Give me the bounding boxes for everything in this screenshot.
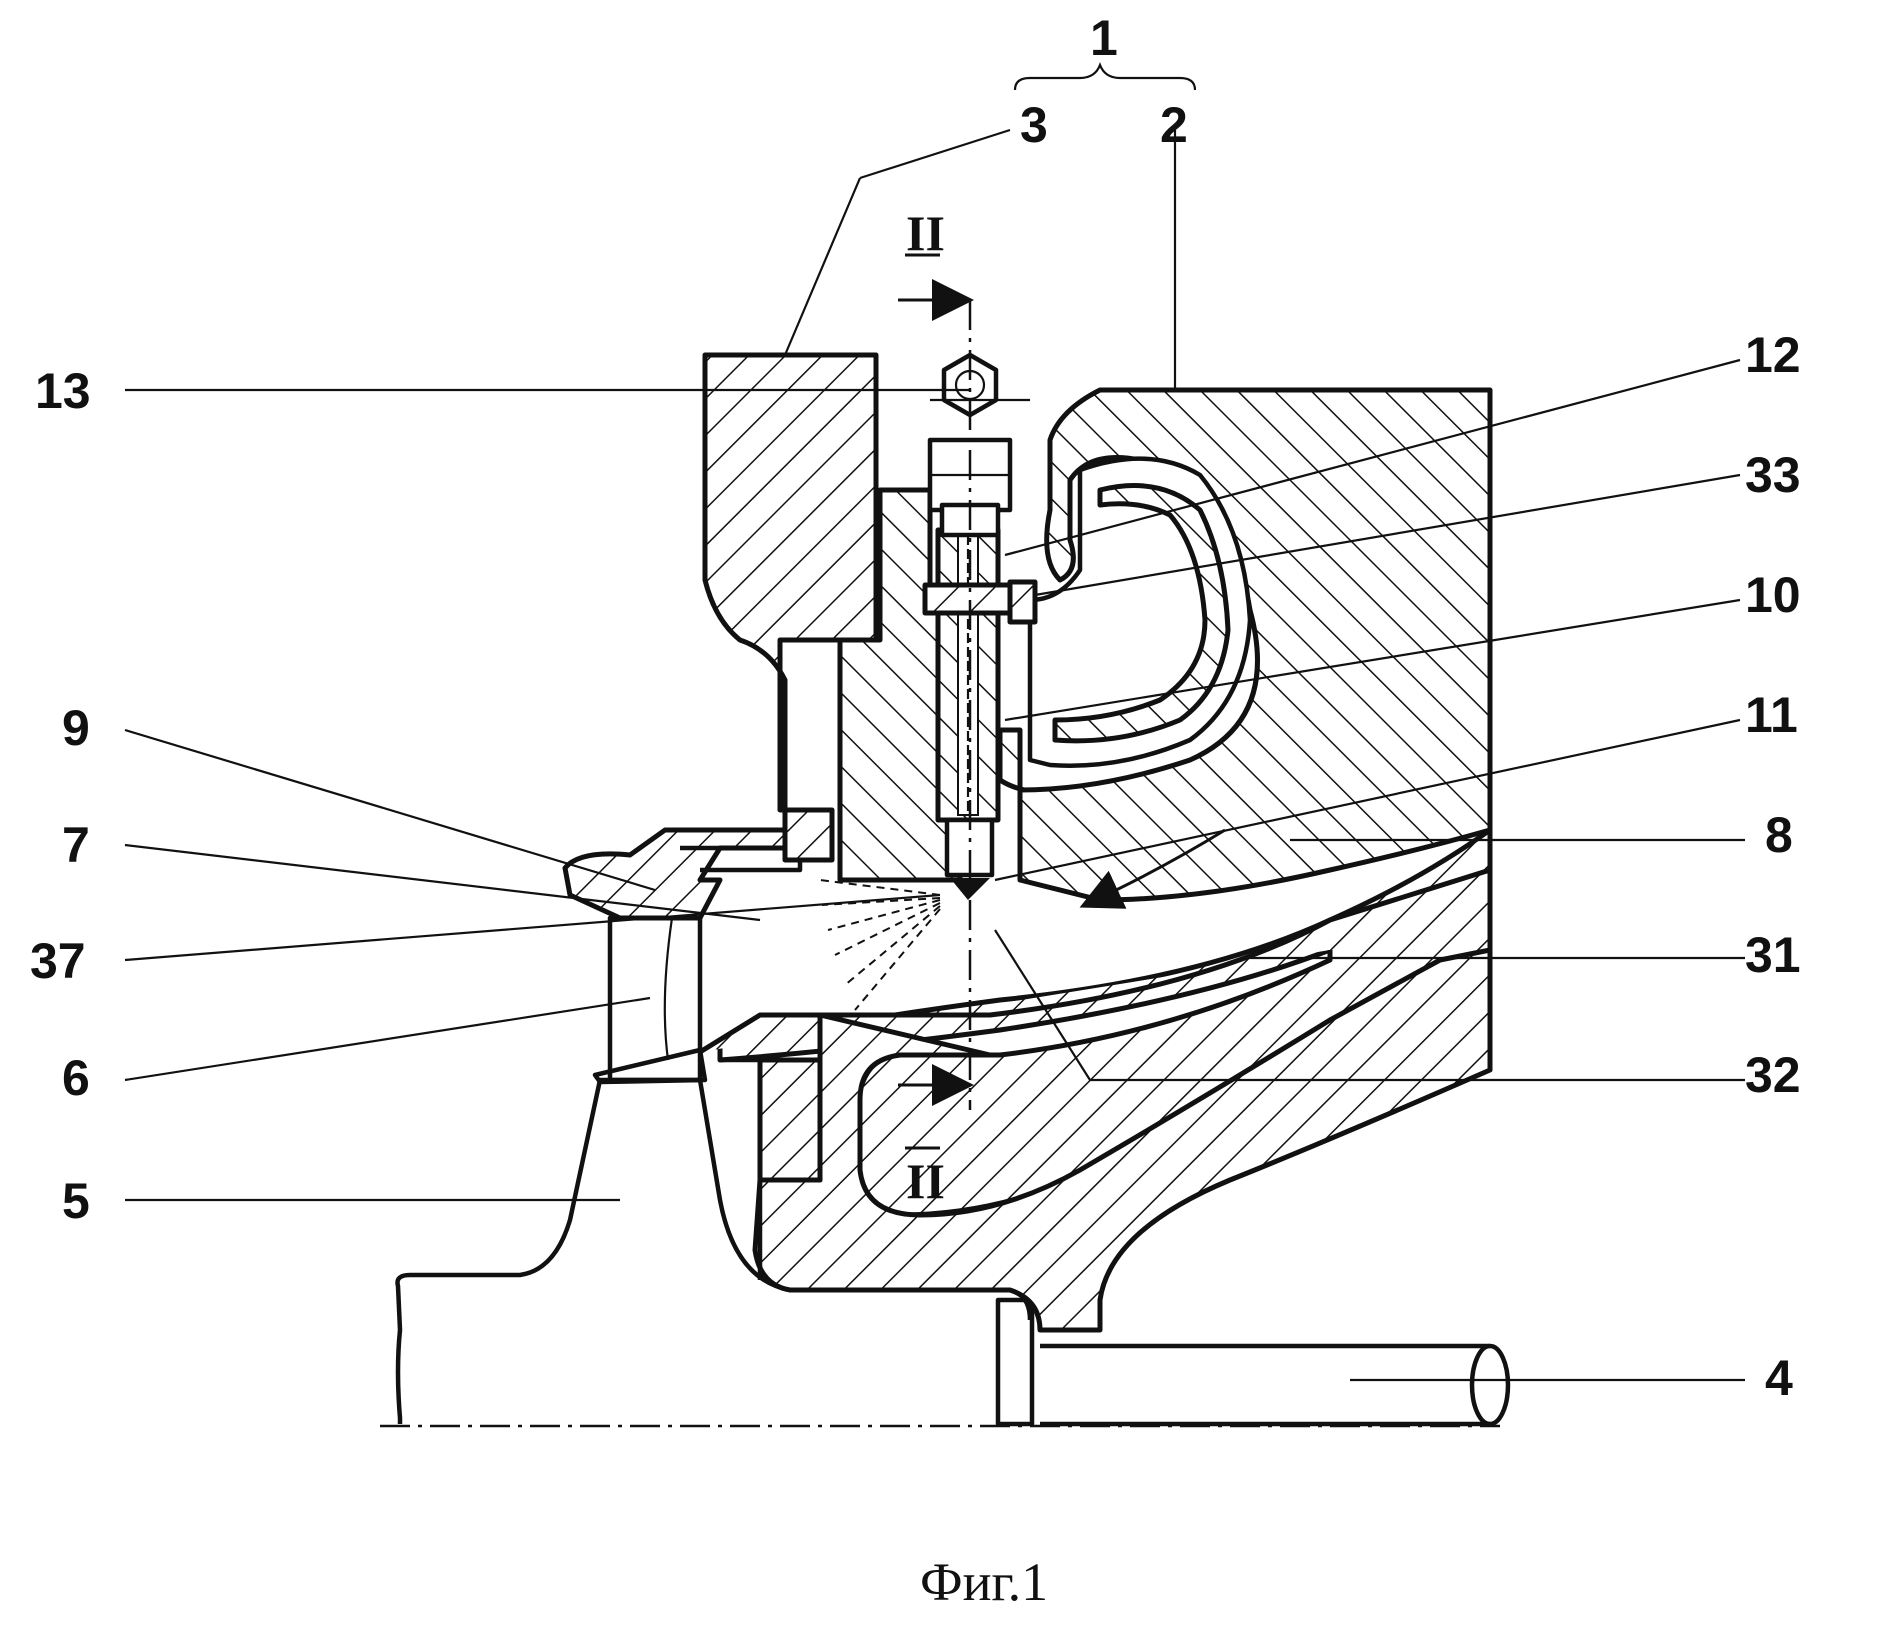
label-12: 12 bbox=[1745, 327, 1801, 383]
figure-caption: Фиг.1 bbox=[920, 1552, 1048, 1612]
label-11: 11 bbox=[1745, 687, 1798, 743]
label-7: 7 bbox=[62, 817, 90, 873]
label-9: 9 bbox=[62, 700, 90, 756]
label-13: 13 bbox=[35, 363, 91, 419]
label-37: 37 bbox=[30, 933, 86, 989]
label-1: 1 bbox=[1090, 10, 1118, 66]
label-4: 4 bbox=[1765, 1350, 1793, 1406]
section-mark-bottom: II bbox=[906, 1153, 945, 1209]
label-31: 31 bbox=[1745, 927, 1801, 983]
label-5: 5 bbox=[62, 1173, 90, 1229]
label-3: 3 bbox=[1020, 97, 1048, 153]
compressor-cross-section bbox=[125, 65, 1745, 1426]
impeller-blade bbox=[610, 918, 700, 1080]
section-mark-top: II bbox=[906, 205, 945, 261]
label-6: 6 bbox=[62, 1050, 90, 1106]
label-1-brace bbox=[1015, 65, 1195, 90]
label-10: 10 bbox=[1745, 567, 1801, 623]
label-32: 32 bbox=[1745, 1047, 1801, 1103]
nozzle-head bbox=[930, 355, 1030, 415]
label-33: 33 bbox=[1745, 447, 1801, 503]
label-8: 8 bbox=[1765, 807, 1793, 863]
label-2: 2 bbox=[1160, 97, 1188, 153]
